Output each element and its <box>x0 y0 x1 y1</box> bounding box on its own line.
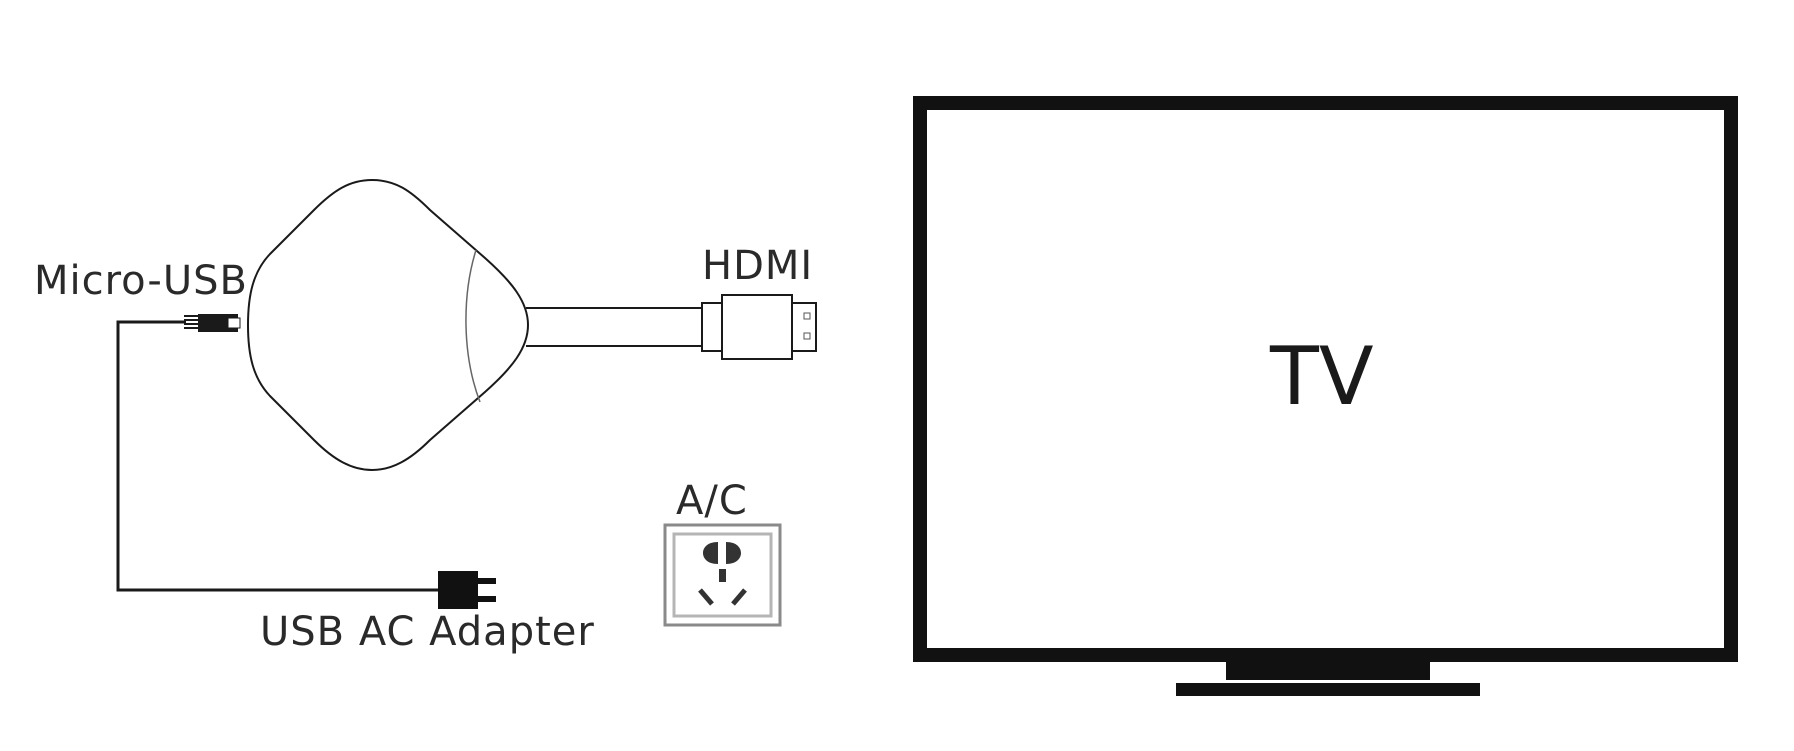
hdmi-plug-body <box>721 294 793 360</box>
tv <box>913 96 1738 696</box>
tv-stand-neck <box>1226 662 1430 680</box>
micro-usb-label: Micro-USB <box>34 258 248 304</box>
ac-label: A/C <box>676 478 748 524</box>
ac-wall-socket <box>663 523 782 627</box>
tv-stand-base <box>1176 683 1480 696</box>
wireless-display-dongle <box>246 178 530 472</box>
hdmi-pin-top <box>803 312 811 320</box>
tv-label: TV <box>1270 330 1374 423</box>
usb-ac-adapter <box>438 571 496 609</box>
hdmi-cable-line <box>526 307 703 347</box>
usb-ac-adapter-label: USB AC Adapter <box>260 609 595 655</box>
dongle-cap-line <box>465 249 481 403</box>
adapter-prong-top <box>478 578 496 584</box>
tv-screen <box>913 96 1738 662</box>
usb-cable <box>116 314 440 592</box>
socket-ground-slot <box>719 569 726 582</box>
adapter-prong-bottom <box>478 596 496 602</box>
socket-round-holes <box>703 542 741 564</box>
hdmi-plug-tip <box>791 302 817 352</box>
dongle-body <box>246 178 530 472</box>
adapter-body <box>438 571 478 609</box>
hdmi-label: HDMI <box>702 243 814 289</box>
hdmi-pin-bottom <box>803 332 811 340</box>
usb-cable-line <box>116 320 440 592</box>
hdmi-cable <box>526 294 817 360</box>
micro-usb-tip <box>227 317 241 329</box>
socket-angled-slots <box>698 588 747 606</box>
micro-usb-strain-relief <box>184 315 200 329</box>
